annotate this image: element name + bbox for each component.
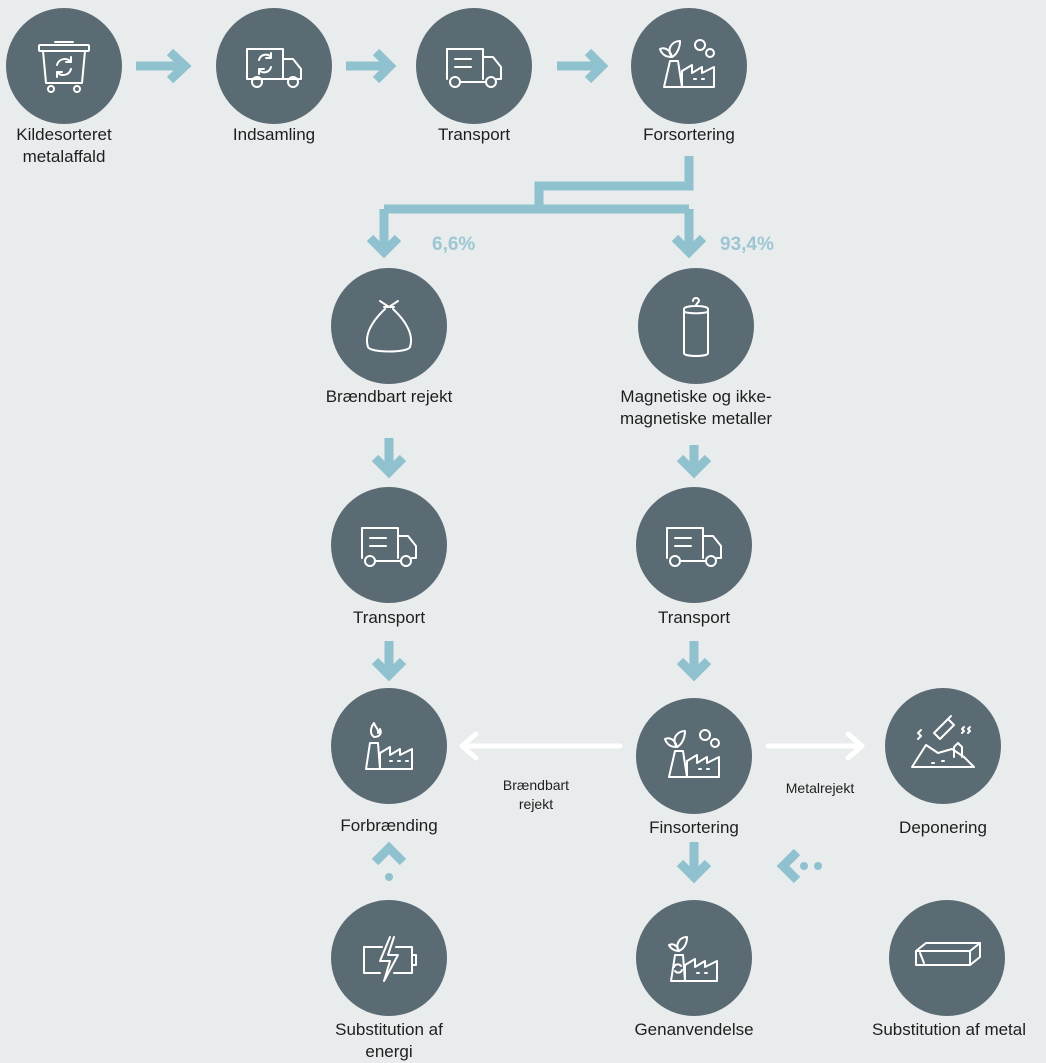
label-braendbart: Brændbart rejekt	[325, 387, 453, 406]
label-substitution-metal: Substitution af metal	[871, 1020, 1027, 1039]
node-substitution-metal	[889, 900, 1005, 1016]
node-substitution-energi	[331, 900, 447, 1016]
factory-gears-icon	[659, 39, 715, 88]
label-transport-right: Transport	[657, 608, 731, 627]
arrow-finsortering-to-deponering	[765, 731, 865, 761]
collection-truck-icon	[246, 48, 302, 88]
arrow-finsortering-to-genanvendelse	[676, 842, 712, 884]
node-deponering	[885, 688, 1001, 804]
dotted-arrow-energi-to-forbraending	[371, 841, 407, 866]
node-transport-right	[636, 487, 752, 603]
node-transport-top	[416, 8, 532, 124]
edge-label-braendbart-rejekt: Brændbart rejekt	[502, 777, 570, 812]
metal-bar-icon	[915, 942, 981, 966]
split-right-percent: 93,4%	[720, 234, 774, 255]
node-forsortering	[631, 8, 747, 124]
label-forsortering: Forsortering	[643, 125, 735, 144]
truck-icon	[666, 527, 722, 567]
node-forbraending	[331, 688, 447, 804]
node-braendbart	[331, 268, 447, 384]
label-genanvendelse: Genanvendelse	[634, 1020, 754, 1039]
label-substitution-energi: Substitution af energi	[335, 1020, 443, 1061]
arrow-braendbart-to-transport	[371, 438, 407, 479]
recycling-factory-icon	[668, 936, 718, 982]
arrow-transport-to-forsortering	[557, 48, 609, 84]
arrow-finsortering-to-forbraending	[459, 731, 623, 761]
incinerator-icon	[365, 722, 413, 770]
can-icon	[683, 297, 709, 357]
label-metaller: Magnetiske og ikke- magnetiske metaller	[619, 387, 773, 428]
node-metaller	[638, 268, 754, 384]
node-finsortering	[636, 698, 752, 814]
split-left-percent: 6,6%	[432, 234, 476, 255]
arrow-kilde-to-indsamling	[136, 48, 192, 84]
arrow-transport-to-finsortering	[676, 641, 712, 682]
arrow-indsamling-to-transport	[346, 48, 397, 84]
truck-icon	[361, 527, 417, 567]
node-kildesorteret	[6, 8, 122, 124]
split-connector	[366, 156, 707, 259]
label-forbraending: Forbrænding	[340, 816, 438, 835]
label-transport-top: Transport	[437, 125, 511, 144]
label-transport-left: Transport	[352, 608, 426, 627]
arrow-metaller-to-transport	[676, 445, 712, 479]
battery-lightning-icon	[363, 936, 417, 982]
node-genanvendelse	[636, 900, 752, 1016]
label-kildesorteret: Kildesorteret metalaffald	[16, 125, 112, 166]
dotted-arrow-metal-to-genanvendelse	[776, 848, 801, 884]
label-deponering: Deponering	[899, 818, 987, 837]
node-indsamling	[216, 8, 332, 124]
node-transport-left	[331, 487, 447, 603]
label-indsamling: Indsamling	[232, 125, 316, 144]
trash-bag-icon	[366, 300, 412, 353]
truck-icon	[446, 48, 502, 88]
edge-label-metalrejekt: Metalrejekt	[785, 780, 855, 796]
arrow-transport-to-forbraending	[371, 641, 407, 682]
label-finsortering: Finsortering	[649, 818, 739, 837]
recycle-bin-icon	[38, 41, 90, 93]
landfill-icon	[911, 715, 975, 768]
factory-gears-icon	[664, 729, 720, 778]
